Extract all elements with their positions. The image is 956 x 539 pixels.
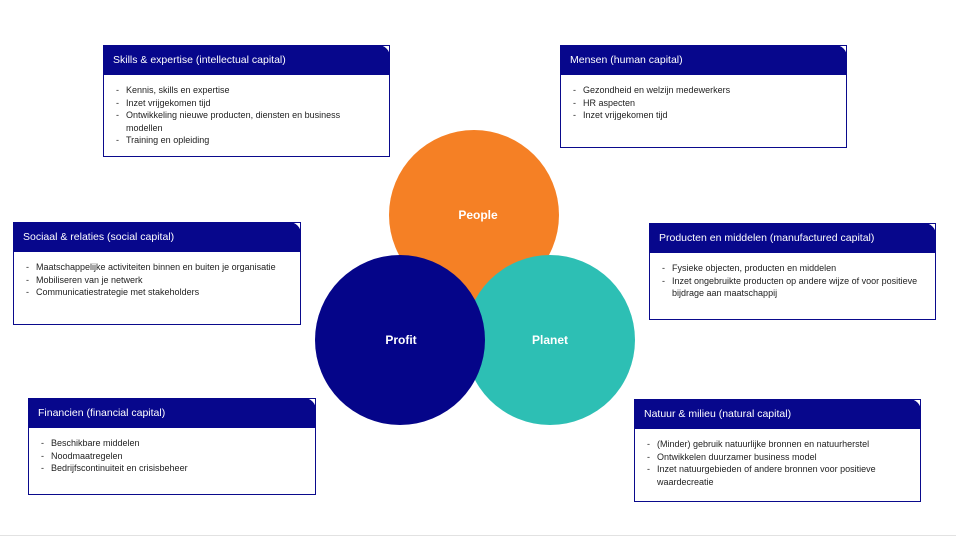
list-item: (Minder) gebruik natuurlijke bronnen en …: [647, 438, 910, 451]
list-item: Communicatiestrategie met stakeholders: [26, 286, 290, 299]
card-natuur: Natuur & milieu (natural capital) (Minde…: [634, 399, 921, 502]
card-producten: Producten en middelen (manufactured capi…: [649, 223, 936, 320]
list-item: Fysieke objecten, producten en middelen: [662, 262, 925, 275]
card-mensen-list: Gezondheid en welzijn medewerkers HR asp…: [561, 75, 846, 128]
list-item: Inzet natuurgebieden of andere bronnen v…: [647, 463, 910, 488]
profit-label: Profit: [385, 333, 416, 347]
planet-label: Planet: [532, 333, 568, 347]
card-sociaal-title: Sociaal & relaties (social capital): [13, 222, 301, 252]
card-mensen: Mensen (human capital) Gezondheid en wel…: [560, 45, 847, 148]
profit-circle: [315, 255, 485, 425]
list-item: Inzet vrijgekomen tijd: [116, 97, 379, 110]
list-item: Bedrijfscontinuiteit en crisisbeheer: [41, 462, 305, 475]
card-skills-title: Skills & expertise (intellectual capital…: [103, 45, 390, 75]
bottom-divider: [0, 535, 956, 536]
list-item: Maatschappelijke activiteiten binnen en …: [26, 261, 290, 274]
list-item: Ontwikkelen duurzamer business model: [647, 451, 910, 464]
list-item: Ontwikkeling nieuwe producten, diensten …: [116, 109, 379, 134]
card-producten-list: Fysieke objecten, producten en middelen …: [650, 253, 935, 306]
card-natuur-list: (Minder) gebruik natuurlijke bronnen en …: [635, 429, 920, 494]
card-sociaal: Sociaal & relaties (social capital) Maat…: [13, 222, 301, 325]
list-item: Gezondheid en welzijn medewerkers: [573, 84, 836, 97]
card-financien-list: Beschikbare middelen Noodmaatregelen Bed…: [29, 428, 315, 481]
people-circle: [389, 130, 559, 300]
list-item: Inzet vrijgekomen tijd: [573, 109, 836, 122]
card-financien-title: Financien (financial capital): [28, 398, 316, 428]
list-item: Kennis, skills en expertise: [116, 84, 379, 97]
card-sociaal-list: Maatschappelijke activiteiten binnen en …: [14, 252, 300, 305]
card-skills-list: Kennis, skills en expertise Inzet vrijge…: [104, 75, 389, 153]
card-producten-title: Producten en middelen (manufactured capi…: [649, 223, 936, 253]
list-item: Beschikbare middelen: [41, 437, 305, 450]
people-label: People: [458, 208, 498, 222]
list-item: Training en opleiding: [116, 134, 379, 147]
list-item: Mobiliseren van je netwerk: [26, 274, 290, 287]
card-skills: Skills & expertise (intellectual capital…: [103, 45, 390, 157]
list-item: HR aspecten: [573, 97, 836, 110]
card-natuur-title: Natuur & milieu (natural capital): [634, 399, 921, 429]
card-mensen-title: Mensen (human capital): [560, 45, 847, 75]
planet-circle: [465, 255, 635, 425]
card-financien: Financien (financial capital) Beschikbar…: [28, 398, 316, 495]
list-item: Noodmaatregelen: [41, 450, 305, 463]
list-item: Inzet ongebruikte producten op andere wi…: [662, 275, 925, 300]
